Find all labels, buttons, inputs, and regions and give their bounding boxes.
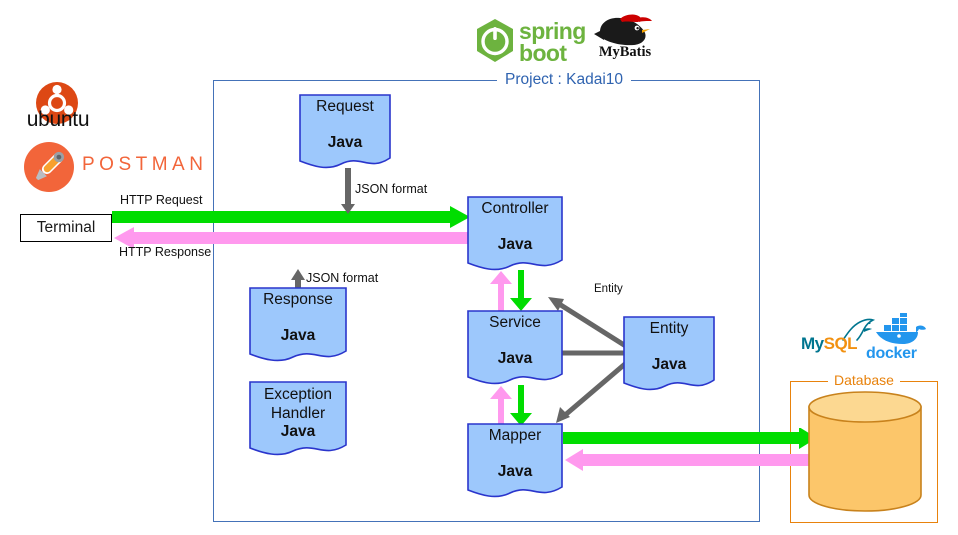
box-mapper: Mapper Java [467, 423, 563, 501]
box-exception-handler-shape [249, 381, 347, 456]
box-exception-handler: Exception Handler Java [249, 381, 347, 459]
box-service: Service Java [467, 310, 563, 388]
postman-icon [24, 142, 74, 192]
mysql-label-sql: SQL [823, 334, 858, 353]
spring-boot-line2: boot [519, 40, 567, 66]
box-service-subtitle: Java [497, 350, 533, 367]
box-controller-subtitle: Java [497, 236, 533, 253]
json-format-in-label: JSON format [355, 182, 428, 196]
json-format-down-arrow [341, 168, 355, 214]
json-format-out-label: JSON format [306, 271, 379, 285]
ubuntu-label: ubuntu [26, 108, 90, 131]
docker-label: docker [866, 345, 917, 362]
http-response-label: HTTP Response [119, 245, 212, 259]
box-response-subtitle: Java [280, 327, 316, 344]
mysql-label: MySQL [801, 334, 858, 354]
mybatis-label: MyBatis [598, 44, 652, 60]
mapper-database-arrows [563, 428, 819, 471]
box-controller-shape [467, 196, 563, 271]
box-service-title: Service [489, 314, 541, 331]
ubuntu-icon [36, 82, 78, 124]
box-response: Response Java [249, 287, 347, 365]
box-controller: Controller Java [467, 196, 563, 274]
database-group-title: Database [828, 371, 900, 389]
box-mapper-subtitle: Java [497, 463, 533, 480]
box-response-shape [249, 287, 347, 362]
terminal-box: Terminal [20, 214, 112, 242]
service-mapper-arrows [490, 385, 532, 427]
database-cylinder [808, 391, 922, 512]
project-title: Project : Kadai10 [497, 70, 632, 90]
http-flow-arrows [112, 206, 472, 249]
mysql-label-my: My [801, 334, 824, 353]
controller-service-arrows [490, 270, 532, 312]
box-mapper-shape [467, 423, 563, 498]
box-service-shape [467, 310, 563, 385]
box-request-title: Request [316, 98, 374, 115]
box-request-subtitle: Java [327, 134, 363, 151]
box-response-title: Response [263, 291, 333, 308]
docker-icon [876, 313, 926, 344]
mysql-dolphin-icon [842, 318, 876, 341]
spring-boot-label: spring boot [519, 18, 586, 66]
postman-label: POSTMAN [82, 154, 208, 175]
spring-boot-icon [477, 19, 513, 62]
box-entity-subtitle: Java [651, 356, 687, 373]
project-frame [213, 80, 760, 522]
box-entity-shape [623, 316, 715, 391]
http-request-label: HTTP Request [120, 193, 203, 207]
box-request-shape [299, 94, 391, 169]
box-exception-handler-subtitle: Java [280, 423, 316, 440]
box-request: Request Java [299, 94, 391, 172]
mybatis-icon [594, 14, 652, 46]
box-entity-title: Entity [649, 320, 689, 337]
spring-boot-line1: spring [519, 18, 586, 44]
box-entity: Entity Java [623, 316, 715, 394]
box-exception-handler-title: Exception Handler [263, 386, 333, 422]
box-controller-title: Controller [481, 200, 549, 217]
entity-connector-label: Entity [594, 283, 623, 295]
box-mapper-title: Mapper [488, 427, 542, 444]
